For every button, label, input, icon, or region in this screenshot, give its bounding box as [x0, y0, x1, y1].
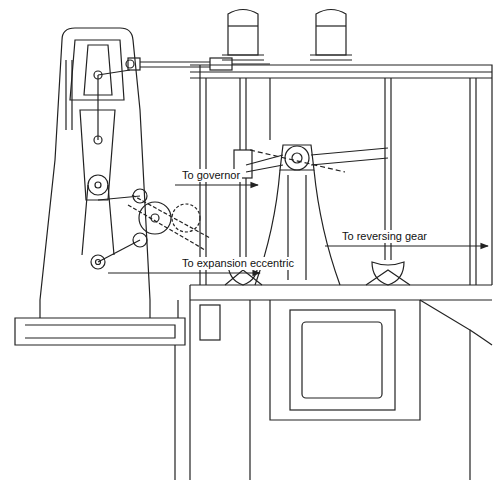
leader-line: [108, 272, 260, 273]
label-text: To expansion eccentric: [180, 257, 296, 270]
label-text: To reversing gear: [340, 230, 429, 243]
leader-line: [325, 245, 488, 246]
label-text: To governor: [180, 169, 242, 182]
leader-line: [175, 184, 258, 185]
